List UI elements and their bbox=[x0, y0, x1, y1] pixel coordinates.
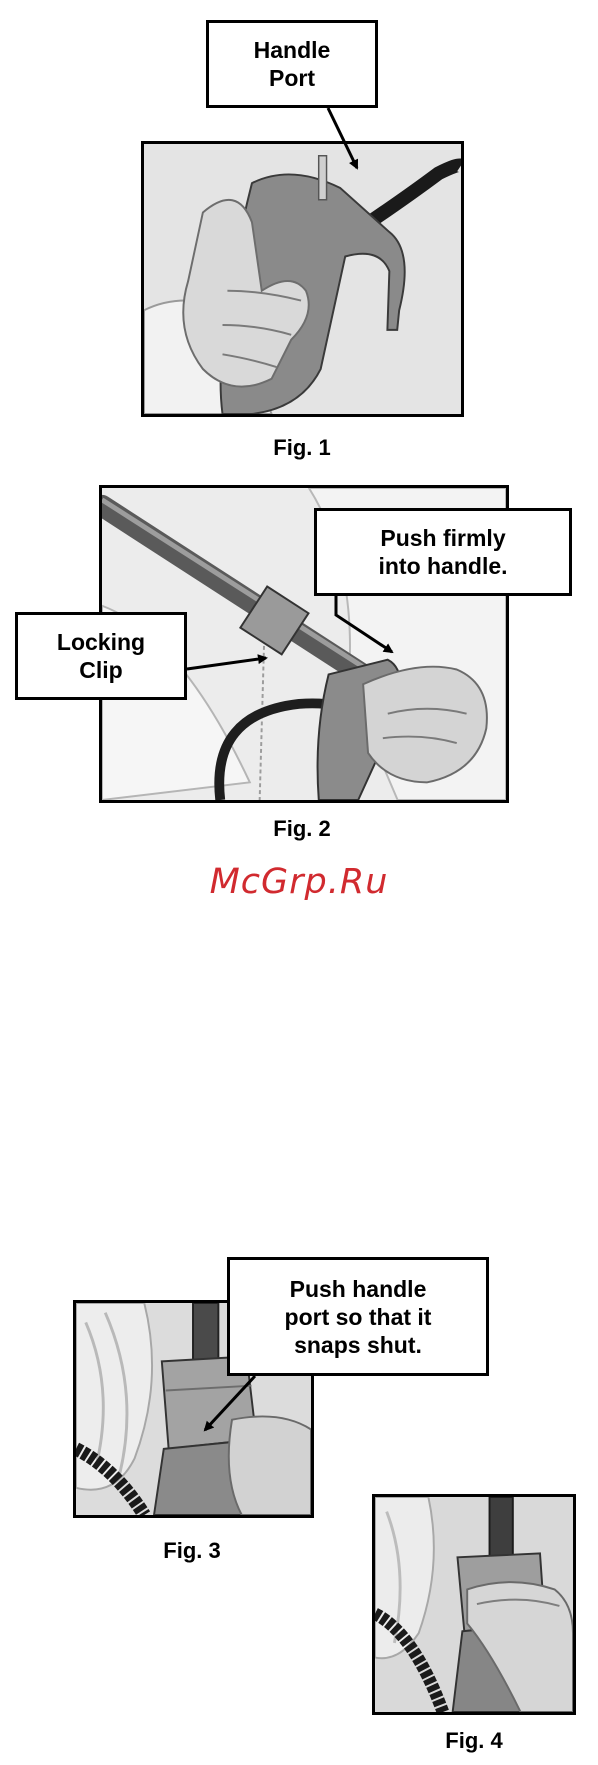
fig4-caption: Fig. 4 bbox=[424, 1728, 524, 1754]
push-handle-port-callout: Push handle port so that it snaps shut. bbox=[227, 1257, 489, 1376]
locking-clip-callout: Locking Clip bbox=[15, 612, 187, 700]
fig2-caption: Fig. 2 bbox=[252, 816, 352, 842]
push-firmly-callout: Push firmly into handle. bbox=[314, 508, 572, 596]
fig1-photo bbox=[141, 141, 464, 417]
handle-port-callout: Handle Port bbox=[206, 20, 378, 108]
fig3-caption: Fig. 3 bbox=[142, 1538, 242, 1564]
fig1-caption: Fig. 1 bbox=[252, 435, 352, 461]
fig4-photo bbox=[372, 1494, 576, 1715]
watermark: McGrp.Ru bbox=[0, 862, 598, 902]
